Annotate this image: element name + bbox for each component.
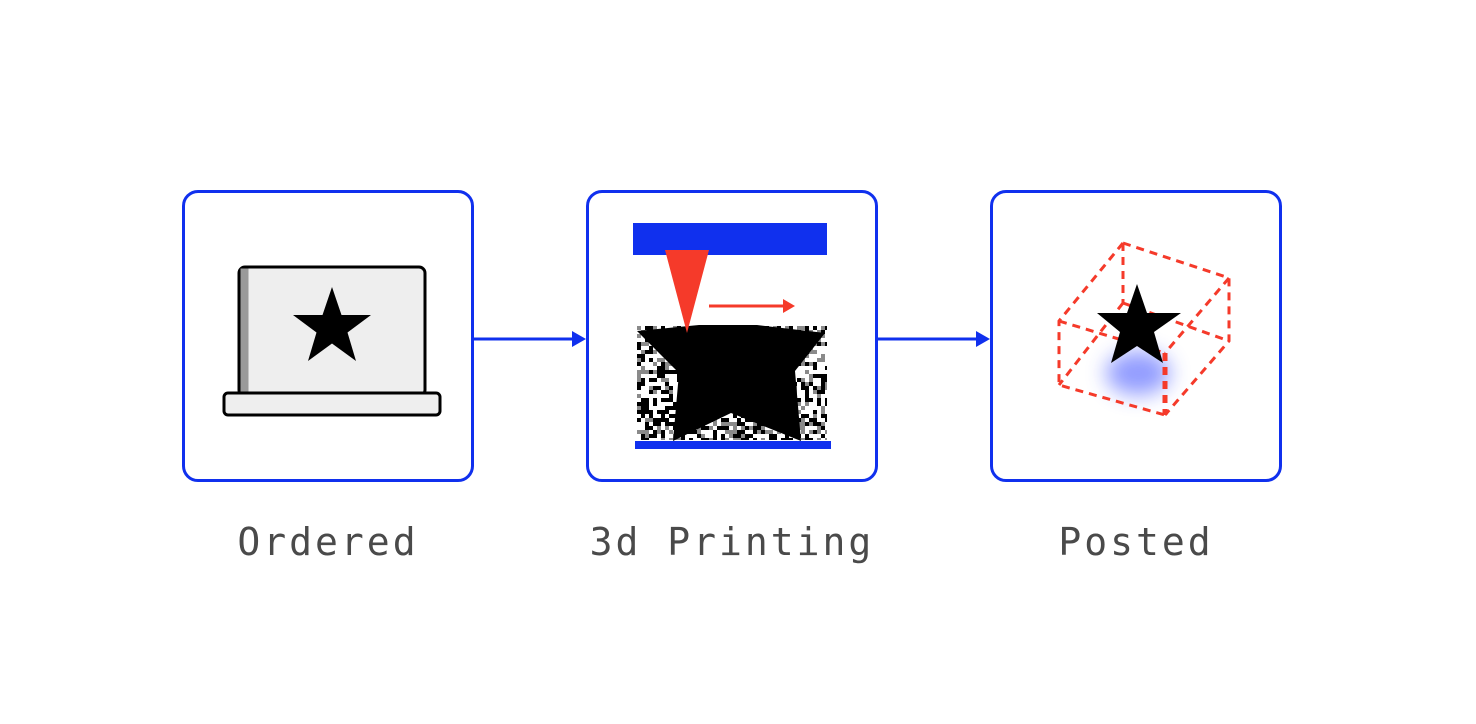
printer-nozzle [665, 250, 709, 333]
3d-printer-icon [633, 223, 831, 449]
step-ordered-box [182, 190, 474, 482]
printer-build-plate [635, 441, 831, 449]
packaged-star-icon [1057, 241, 1231, 417]
step-label-ordered: Ordered [237, 520, 419, 564]
step-3d-printing-box [586, 190, 878, 482]
step-label-3d-printing: 3d Printing [589, 520, 875, 564]
star-icon [293, 287, 371, 361]
arrow-right-icon [878, 331, 990, 347]
step-label-posted: Posted [1058, 520, 1214, 564]
laptop-with-star-icon [222, 265, 442, 417]
printed-star [637, 325, 825, 441]
printer-gantry [633, 223, 827, 255]
star-icon [1097, 284, 1181, 363]
arrow-right-icon [474, 331, 586, 347]
step-posted-box [990, 190, 1282, 482]
shadow-glow [1106, 351, 1170, 395]
